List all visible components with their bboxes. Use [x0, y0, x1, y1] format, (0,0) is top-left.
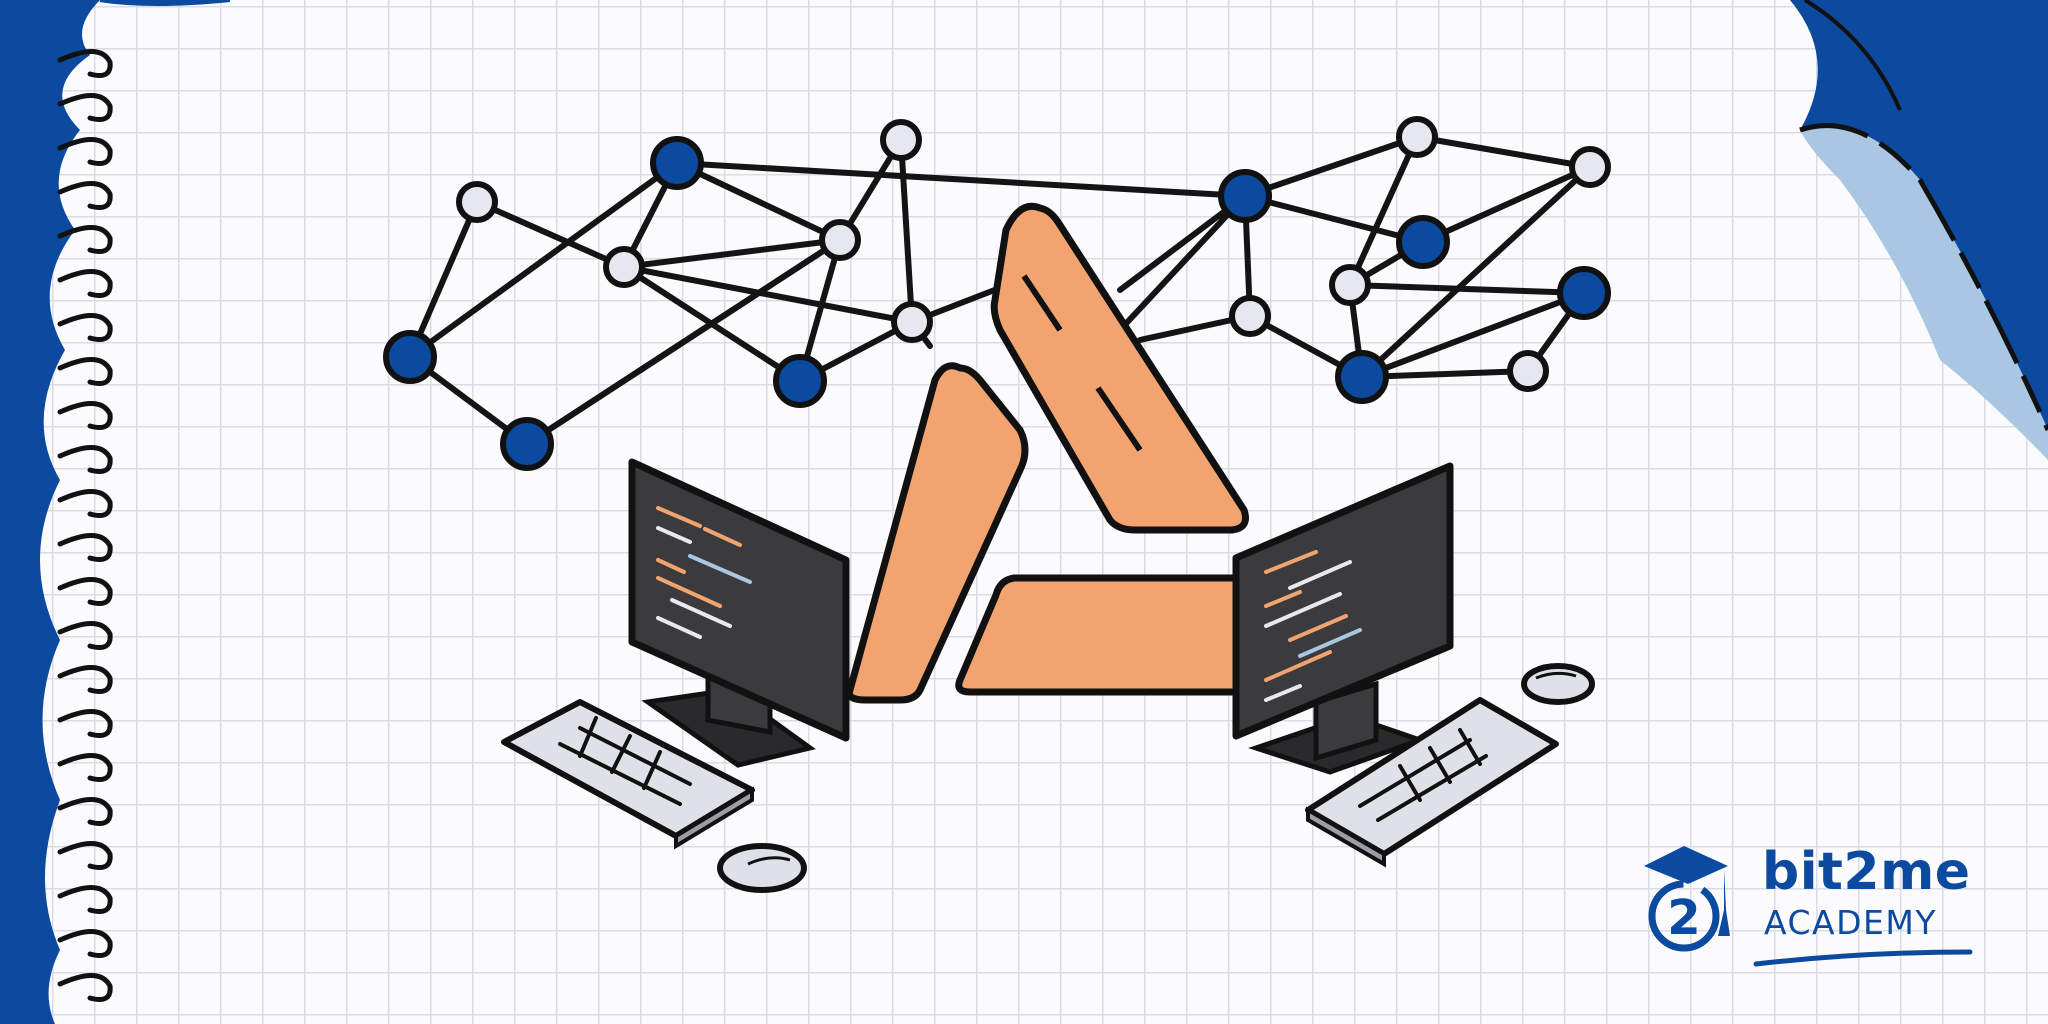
network-node-white [891, 301, 933, 343]
network-edge [474, 199, 627, 270]
spiral-ring [57, 269, 113, 298]
spiral-ring [57, 533, 113, 562]
spiral-ring [57, 137, 113, 166]
network-edge [1414, 134, 1593, 170]
keyboard-icon [501, 699, 755, 850]
spiral-ring [57, 181, 113, 210]
network-edge [621, 264, 915, 325]
spiral-ring [57, 401, 113, 430]
spiral-ring [57, 621, 113, 650]
network-edge [1359, 164, 1593, 380]
network-node-blue [1557, 266, 1611, 320]
right-computer [1232, 462, 1595, 868]
network-node-white [603, 246, 645, 288]
network-node-white [1329, 264, 1371, 306]
network-node-blue [1335, 350, 1389, 404]
spiral-ring [57, 93, 113, 122]
spiral-ring [57, 885, 113, 914]
spiral-ring [57, 929, 113, 958]
spiral-ring [57, 709, 113, 738]
bit2me-academy-logo: 2 bit2me ACADEMY [1636, 840, 1976, 970]
network-node-blue [500, 417, 554, 471]
network-edge [1359, 368, 1531, 380]
page-curl-corner [1790, 0, 2048, 461]
network-edge [674, 160, 1248, 199]
network-node-blue [1396, 215, 1450, 269]
spiral-ring [57, 49, 113, 78]
network-node-blue [773, 354, 827, 408]
spiral-ring [57, 225, 113, 254]
spiral-ring [57, 973, 113, 1002]
network-edge [1117, 193, 1248, 333]
network-node-white [819, 219, 861, 261]
computer-icon [1232, 462, 1454, 775]
network-edge [1242, 134, 1420, 199]
left-computer [501, 458, 850, 893]
network-node-white [1507, 350, 1549, 392]
network-node-blue [650, 136, 704, 190]
network-edge [407, 160, 680, 360]
spiral-ring [57, 665, 113, 694]
triangle-logo-icon [845, 202, 1256, 704]
network-edge [898, 137, 915, 325]
network-node-white [1229, 295, 1271, 337]
badge-number: 2 [1667, 890, 1700, 946]
computer-icon [628, 458, 850, 768]
spiral-ring [57, 841, 113, 870]
network-edge [1347, 134, 1420, 288]
notebook-spiral-edge [0, 0, 231, 1024]
brand-name: bit2me [1762, 842, 1971, 902]
graduation-cap-icon: 2 [1644, 846, 1730, 952]
network-node-white [1396, 116, 1438, 158]
mouse-icon [717, 843, 807, 893]
network-edge [1359, 290, 1587, 380]
spiral-ring [57, 577, 113, 606]
spiral-ring [57, 313, 113, 342]
brand-underline [1753, 949, 1973, 967]
spiral-ring [57, 753, 113, 782]
network-edge [1242, 193, 1426, 245]
network-nodes [383, 116, 1611, 471]
spiral-ring [57, 445, 113, 474]
mouse-icon [1521, 663, 1595, 705]
network-node-white [1569, 146, 1611, 188]
keyboard-icon [1305, 697, 1559, 868]
network-edge [1420, 164, 1593, 245]
brand-subtitle: ACADEMY [1764, 903, 1938, 942]
network-node-white [456, 181, 498, 223]
network-node-white [880, 119, 922, 161]
spiral-ring [57, 797, 113, 826]
network-edge [1347, 282, 1587, 296]
spiral-ring [57, 357, 113, 386]
network-edge [621, 237, 843, 270]
network-edge [407, 199, 480, 360]
network-edge [524, 237, 843, 447]
network-node-blue [383, 330, 437, 384]
network-edge [674, 160, 843, 243]
network-node-blue [1218, 169, 1272, 223]
spiral-ring [57, 489, 113, 518]
